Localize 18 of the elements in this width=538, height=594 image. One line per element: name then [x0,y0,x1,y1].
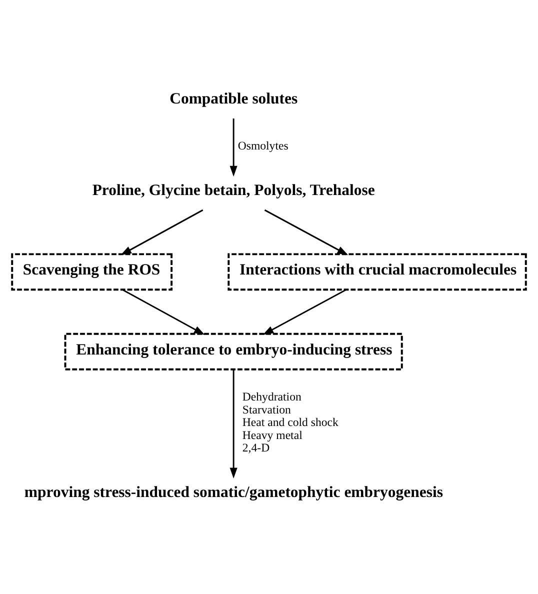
edge-label: 2,4-D [242,440,270,454]
node-box: Enhancing tolerance to embryo-inducing stress [64,332,403,370]
arrow [122,288,205,334]
node-text: mproving stress-induced somatic/gametophytic embryogenesis [24,484,443,501]
node-text: Proline, Glycine betain, Polyols, Trehalose [92,181,375,198]
edge-label: Osmolytes [238,138,288,152]
node-box: Interactions with crucial macromolecules [228,252,527,290]
arrow [230,369,238,478]
edge-label: Heavy metal [242,427,302,442]
arrow [264,208,348,255]
arrow [262,288,346,334]
edge-label: Heat and cold shock [242,414,338,429]
arrow [120,208,204,255]
node-box: Scavenging the ROS [11,252,173,290]
arrow [230,118,238,176]
edge-label: Starvation [242,402,291,416]
node-text: Compatible solutes [170,90,298,107]
edge-label: Dehydration [242,388,302,403]
